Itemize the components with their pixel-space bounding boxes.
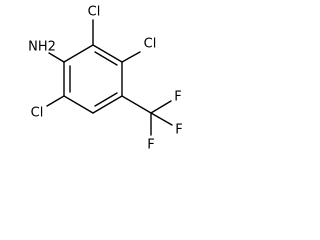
- ring-bond-c2-c3: [92, 44, 123, 63]
- atom-label-cl-left: Cl: [31, 106, 44, 121]
- atom-label-nh2: NH2: [28, 40, 56, 55]
- bond-c1-nh2: [48, 52, 65, 63]
- bond-cf3-f-top: [150, 100, 172, 114]
- atom-label-cl-right: Cl: [144, 37, 157, 52]
- atom-label-f-bottom: F: [147, 138, 154, 153]
- molecule-structure-diagram: NH2 Cl Cl Cl F F F: [28, 5, 183, 153]
- ring-bond-c2-c3-inner: [94, 51, 118, 66]
- atom-label-f-top: F: [174, 90, 181, 105]
- ring-bond-c1-c2: [63, 44, 94, 63]
- ring-bond-c4-c5-inner: [94, 92, 118, 107]
- bond-c4-cf3: [121, 95, 152, 114]
- bond-cf3-f-right: [150, 112, 173, 126]
- bond-c3-cl: [121, 51, 141, 63]
- bond-c6-cl: [46, 95, 65, 107]
- atom-label-cl-top: Cl: [88, 5, 101, 20]
- ring-bond-c4-c5: [92, 95, 123, 114]
- ring-bond-c5-c6: [63, 95, 94, 114]
- atom-label-f-right: F: [175, 123, 182, 138]
